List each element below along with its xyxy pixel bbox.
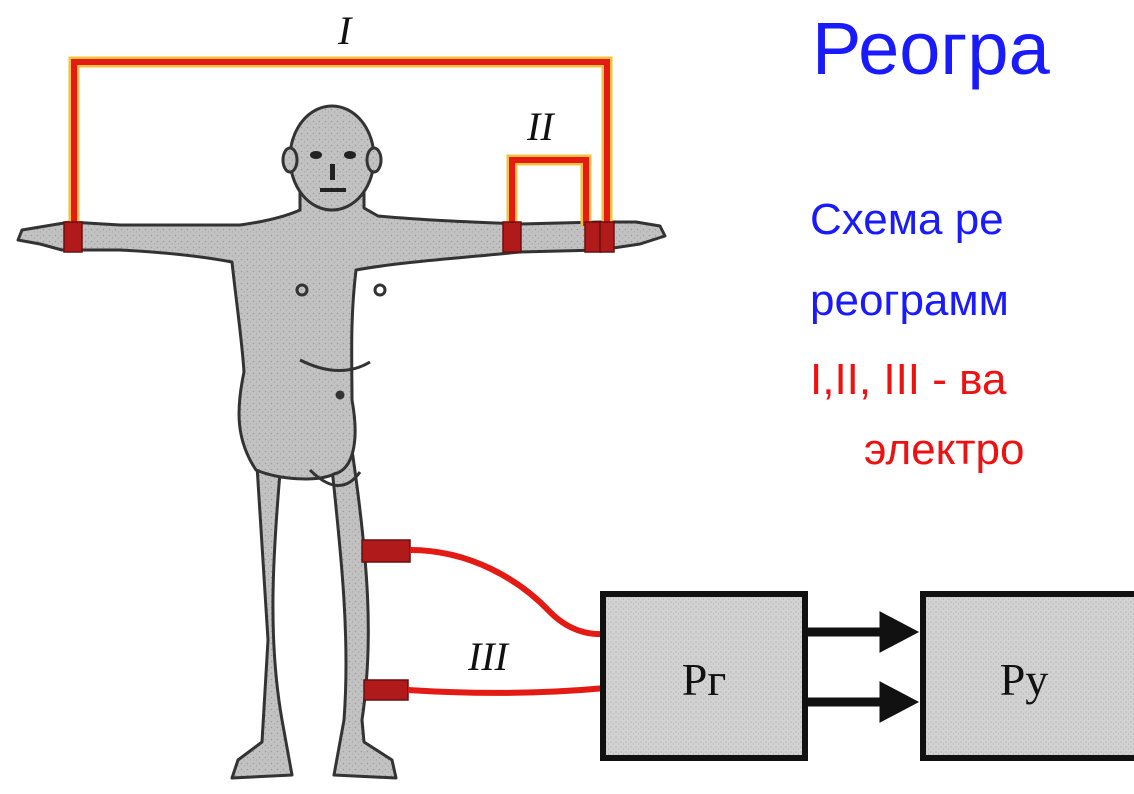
electrode-right-arm-inner [502, 221, 522, 253]
human-figure [16, 104, 667, 780]
label-circuit-iii: III [467, 634, 510, 679]
slide-title: Реогра [812, 7, 1050, 90]
label-circuit-ii: II [526, 104, 555, 149]
label-circuit-i: I [337, 8, 353, 53]
left-ear [281, 146, 299, 174]
head [288, 104, 376, 212]
torso-and-arms [16, 186, 667, 481]
face-details [310, 151, 356, 192]
block-rg-label: Рг [682, 654, 726, 705]
circuit-ii-wire [506, 154, 592, 226]
body-details [295, 283, 387, 487]
leg-electrodes [361, 539, 411, 701]
circuit-iii-wires [407, 547, 607, 696]
block-rg: Рг [600, 591, 808, 761]
electrode-thigh [361, 539, 411, 563]
caption-line-3: I,II, III - ва [810, 355, 1007, 404]
caption-line-4: электро [864, 425, 1025, 474]
electrode-calf [363, 679, 409, 701]
caption-line-2: реограмм [810, 276, 1009, 325]
arrows-rg-to-ru [805, 611, 920, 723]
right-leg [328, 448, 398, 780]
caption-line-1: Схема ре [810, 195, 1004, 244]
right-ear [365, 146, 383, 174]
arm-electrodes [63, 221, 615, 253]
electrode-right-wrist [599, 221, 615, 253]
circuit-i-wire [68, 56, 613, 230]
electrode-right-arm-mid [584, 221, 602, 253]
electrode-left-wrist [63, 221, 83, 253]
block-ru: Ру [920, 591, 1134, 761]
block-ru-label: Ру [1000, 654, 1049, 705]
left-leg [230, 448, 294, 780]
